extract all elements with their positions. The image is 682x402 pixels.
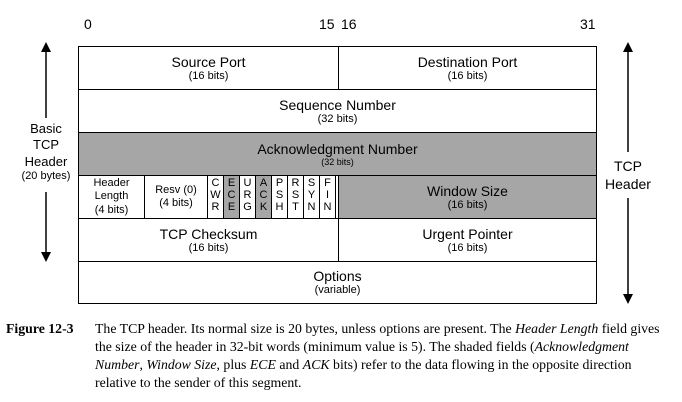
flag-letter: R [211, 201, 220, 214]
flag-letter: N [307, 201, 316, 214]
figure-label: Figure 12-3 [6, 321, 74, 336]
field-name: Destination Port [417, 53, 518, 70]
caption-segment: The TCP header. Its normal size is 20 by… [95, 321, 516, 336]
field-name: Sequence Number [279, 96, 396, 113]
window-size-field: Window Size (16 bits) [338, 175, 597, 219]
flag-letter: C [227, 189, 236, 202]
field-name: Resv (0) [155, 183, 197, 196]
field-name: TCP Checksum [159, 225, 258, 242]
arrow-up-icon [41, 42, 51, 52]
flag-letter: R [291, 177, 300, 189]
flag-letter: S [275, 189, 284, 202]
field-bits: (32 bits) [321, 156, 354, 167]
label-line: Header [24, 153, 68, 169]
flag-letter: C [211, 177, 220, 189]
field-bits: (16 bits) [447, 69, 488, 82]
field-name: Source Port [171, 53, 246, 70]
flag-letter: E [227, 201, 236, 214]
figure-caption: Figure 12-3 The TCP header. Its normal s… [6, 320, 676, 392]
field-bits: (4 bits) [94, 203, 129, 216]
field-name: Acknowledgment Number [257, 140, 418, 157]
caption-italic: ACK [302, 356, 330, 372]
flag-letter: G [243, 201, 252, 214]
flag-letter: T [292, 201, 299, 214]
source-port-field: Source Port (16 bits) [78, 46, 339, 90]
tcp-checksum-field: TCP Checksum (16 bits) [78, 218, 339, 262]
field-bits: (32 bits) [317, 112, 358, 125]
bit-number-16: 16 [341, 16, 357, 32]
tcp-header-arrow [623, 42, 633, 304]
field-bits: (4 bits) [159, 197, 193, 209]
caption-italic: Header Length [515, 321, 599, 336]
field-bits: (16 bits) [188, 241, 229, 254]
flag-letter: K [259, 201, 268, 214]
bit-number-31: 31 [580, 16, 596, 32]
label-line: (20 bytes) [21, 169, 71, 182]
header-length-field: Header Length (4 bits) [78, 175, 145, 219]
flag-letter: Y [307, 189, 316, 202]
options-field: Options (variable) [78, 261, 597, 304]
field-name: Urgent Pointer [422, 225, 513, 242]
sequence-number-field: Sequence Number (32 bits) [78, 89, 597, 133]
urgent-pointer-field: Urgent Pointer (16 bits) [338, 218, 597, 262]
flag-letter: H [275, 201, 284, 214]
field-bits: (16 bits) [447, 198, 488, 211]
caption-segment: , plus [216, 356, 250, 372]
basic-header-arrow [41, 42, 51, 262]
flag-letter: A [259, 177, 268, 189]
caption-italic: Window Size [146, 356, 217, 372]
flag-letter: S [291, 189, 300, 202]
flag-letter: N [323, 201, 332, 214]
bit-number-15: 15 [319, 16, 335, 32]
caption-text: The TCP header. Its normal size is 20 by… [95, 320, 676, 392]
basic-header-label: Basic TCP Header (20 bytes) [6, 121, 86, 184]
label-line: Header [605, 175, 651, 192]
label-line: Basic [30, 121, 62, 136]
caption-italic: Acknowledgment Number [95, 338, 629, 372]
caption-segment: and [275, 356, 303, 372]
label-line: TCP [614, 158, 642, 174]
flag-letter: F [324, 177, 331, 189]
flag-letter: I [325, 189, 330, 202]
caption-segment: , [139, 356, 147, 372]
arrow-down-icon [41, 252, 51, 262]
caption-segment: field gives the size of the header in 32… [95, 321, 660, 354]
field-name-line-1: Header [93, 177, 130, 190]
flag-letter: W [210, 189, 221, 202]
field-bits: (variable) [314, 284, 361, 297]
flag-letter: S [307, 177, 316, 189]
acknowledgment-number-field: Acknowledgment Number (32 bits) [78, 132, 597, 176]
flag-letter: U [243, 177, 252, 189]
field-bits: (16 bits) [188, 69, 229, 82]
arrow-down-icon [623, 294, 633, 304]
field-bits: (16 bits) [447, 241, 488, 254]
reserved-field: Resv (0) (4 bits) [144, 175, 208, 219]
flag-letter: E [227, 177, 236, 189]
field-name: Options [313, 268, 362, 285]
flag-letter: C [259, 189, 268, 202]
flag-letter: R [243, 189, 252, 202]
field-name-line-2: Length [94, 190, 129, 203]
caption-italic: ECE [249, 356, 276, 372]
destination-port-field: Destination Port (16 bits) [338, 46, 597, 90]
arrow-up-icon [623, 42, 633, 52]
label-line: TCP [33, 137, 59, 153]
field-name: Window Size [427, 182, 508, 199]
bit-number-0: 0 [84, 16, 92, 32]
tcp-header-label: TCP Header [598, 158, 658, 193]
flag-letter: P [275, 177, 284, 189]
caption-segment: bits) refer to the data flowing in the o… [95, 356, 632, 390]
